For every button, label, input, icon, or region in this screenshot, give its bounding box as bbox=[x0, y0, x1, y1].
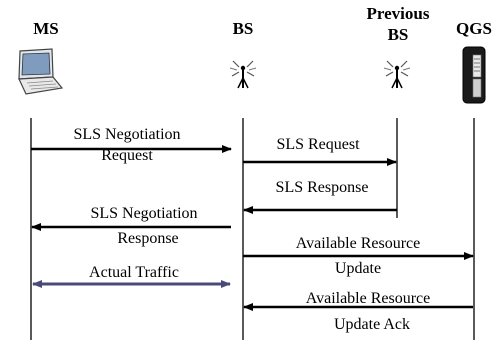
entity-qgs-label: QGS bbox=[456, 19, 492, 38]
message-label: SLS Negotiation bbox=[73, 126, 180, 143]
message-label: Request bbox=[101, 147, 153, 164]
entity-ms-label: MS bbox=[33, 19, 59, 38]
entity-previous-bs-label-line2: BS bbox=[388, 25, 409, 44]
base-station-tower-icon bbox=[383, 60, 411, 89]
message-label: Response bbox=[117, 230, 178, 247]
server-icon bbox=[462, 46, 486, 104]
message-label: Available Resource bbox=[296, 235, 421, 252]
laptop-icon bbox=[18, 48, 64, 95]
message-label: SLS Response bbox=[276, 179, 369, 196]
message-label: SLS Negotiation bbox=[90, 205, 197, 222]
entity-previous-bs-label-line1: Previous bbox=[367, 4, 430, 23]
message-label: SLS Request bbox=[276, 136, 360, 153]
message-label: Update bbox=[335, 260, 381, 277]
message-label: Update Ack bbox=[334, 316, 410, 333]
message-label: Available Resource bbox=[306, 290, 431, 307]
base-station-tower-icon bbox=[229, 60, 257, 89]
message-label: Actual Traffic bbox=[89, 264, 179, 281]
entity-bs-label: BS bbox=[233, 19, 254, 38]
